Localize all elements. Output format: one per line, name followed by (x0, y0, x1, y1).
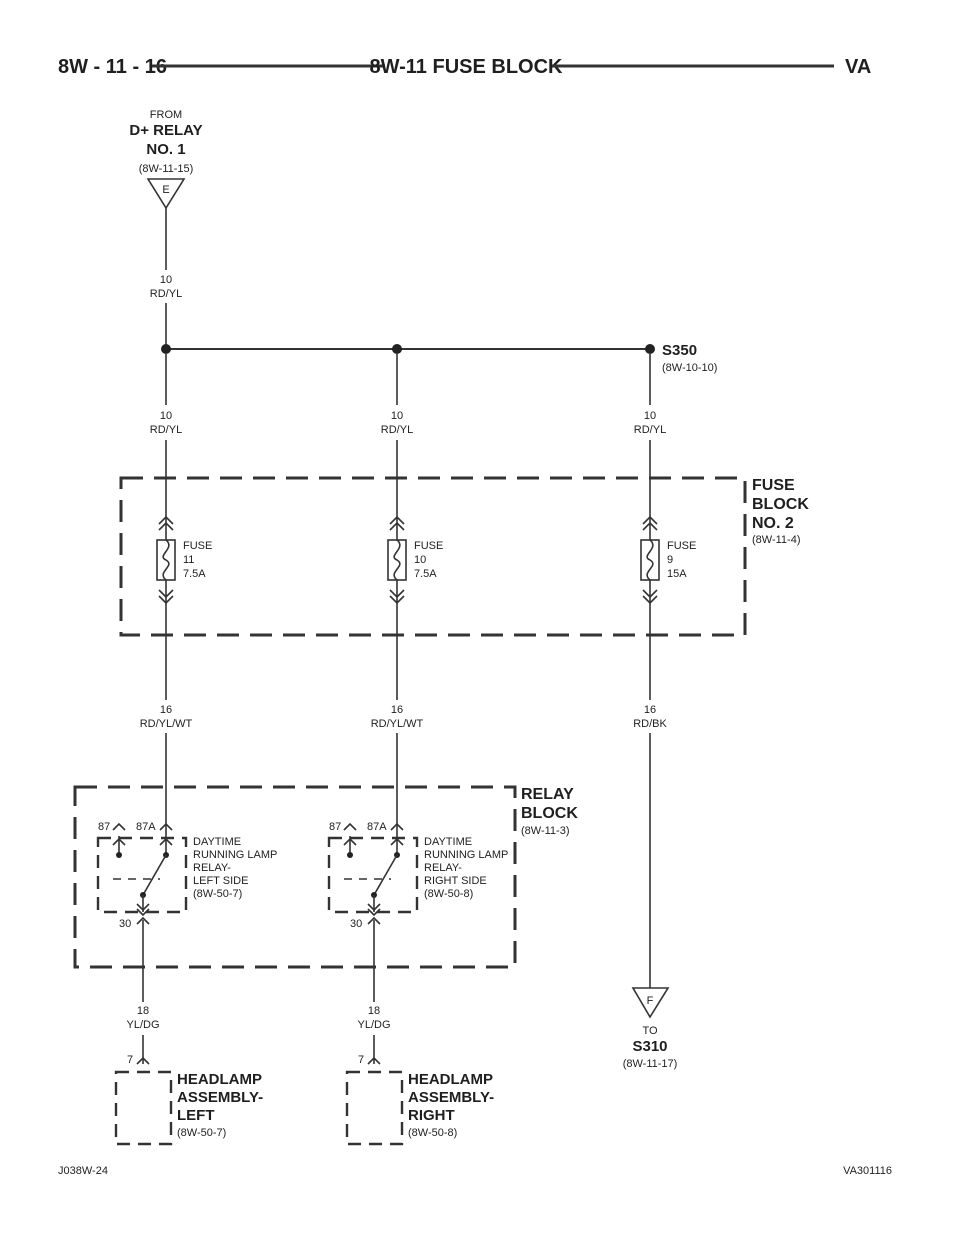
headlamp-wire-gauge: 18 (137, 1005, 149, 1017)
fuse-number: 10 (414, 554, 426, 566)
relay-block-label-line2: BLOCK (521, 805, 578, 822)
footer-right-code: VA301116 (843, 1165, 892, 1177)
relay-left-outline (96, 836, 188, 914)
branch-in-color: RD/YL (634, 424, 666, 436)
source-name-line1: D+ RELAY (129, 122, 202, 139)
headlamp-label-line1: HEADLAMP (177, 1071, 262, 1088)
source-connector-triangle (146, 178, 186, 210)
source-name-line2: NO. 1 (146, 141, 185, 158)
source-connector-id: E (162, 184, 169, 196)
fuse-number: 9 (667, 554, 673, 566)
source-ref: (8W-11-15) (139, 163, 194, 175)
headlamp-wire-color: YL/DG (126, 1019, 159, 1031)
splice-dot (392, 344, 402, 354)
headlamp-left-outline (114, 1070, 173, 1146)
relay-out-connector (367, 916, 381, 925)
source-from-label: FROM (150, 109, 182, 121)
branch-out-gauge: 16 (391, 704, 403, 716)
source-wire-color: RD/YL (150, 288, 182, 300)
splice-name: S350 (662, 342, 697, 359)
page-number: 8W - 11 - 16 (58, 56, 167, 78)
fuse-block-label-line2: BLOCK (752, 496, 809, 513)
headlamp-label-line3: LEFT (177, 1107, 215, 1124)
relay-pin-87: 87 (329, 821, 341, 833)
relay-pin-87a: 87A (367, 821, 387, 833)
relay-block-ref: (8W-11-3) (521, 825, 570, 837)
relay-out-connector (136, 916, 150, 925)
branch-out-gauge: 16 (644, 704, 656, 716)
relay-block-label-line1: RELAY (521, 786, 574, 803)
relay-block-outline (73, 785, 517, 969)
fuse-11 (156, 515, 176, 605)
relay-pin-30: 30 (350, 918, 362, 930)
relay-pin-87: 87 (98, 821, 110, 833)
fuse-label: FUSE (667, 540, 696, 552)
headlamp-pin: 7 (358, 1054, 364, 1066)
relay-desc-line: LEFT SIDE (193, 875, 248, 887)
branch-out-color: RD/YL/WT (140, 718, 193, 730)
dest-name: S310 (632, 1038, 667, 1055)
fuse-number: 11 (183, 554, 194, 566)
source-wire-gauge: 10 (160, 274, 172, 286)
branch-out-color: RD/BK (633, 718, 667, 730)
headlamp-right-outline (345, 1070, 404, 1146)
dest-connector-triangle (631, 987, 670, 1019)
relay-desc-line: RUNNING LAMP (424, 849, 508, 861)
relay-desc-line: DAYTIME (193, 836, 241, 848)
headlamp-pin-connector (367, 1056, 381, 1065)
relay-desc-line: RELAY- (193, 862, 231, 874)
relay-pin-30: 30 (119, 918, 131, 930)
headlamp-wire-color: YL/DG (357, 1019, 390, 1031)
page-title: 8W-11 FUSE BLOCK (370, 56, 564, 78)
branch-in-gauge: 10 (391, 410, 403, 422)
relay-right-outline (327, 836, 419, 914)
dest-connector-id: F (647, 995, 654, 1007)
branch-in-color: RD/YL (381, 424, 413, 436)
relay-right-switch (343, 822, 404, 917)
relay-desc-line: DAYTIME (424, 836, 472, 848)
headlamp-label-line2: ASSEMBLY- (408, 1089, 494, 1106)
relay-desc-line: RIGHT SIDE (424, 875, 487, 887)
dest-to-label: TO (642, 1025, 658, 1037)
model-code: VA (845, 56, 871, 78)
branch-in-gauge: 10 (644, 410, 656, 422)
fuse-9 (640, 515, 660, 605)
headlamp-pin: 7 (127, 1054, 133, 1066)
headlamp-label-line1: HEADLAMP (408, 1071, 493, 1088)
headlamp-pin-connector (136, 1056, 150, 1065)
footer-left-code: J038W-24 (58, 1165, 108, 1177)
branch-out-gauge: 16 (160, 704, 172, 716)
fuse-block-label-line1: FUSE (752, 477, 795, 494)
branch-out-color: RD/YL/WT (371, 718, 424, 730)
headlamp-ref: (8W-50-8) (408, 1127, 457, 1139)
relay-desc-line: (8W-50-7) (193, 888, 242, 900)
fuse-rating: 7.5A (183, 568, 206, 580)
splice-ref: (8W-10-10) (662, 362, 717, 374)
fuse-block-label-line3: NO. 2 (752, 515, 794, 532)
fuse-rating: 7.5A (414, 568, 437, 580)
fuse-block-ref: (8W-11-4) (752, 534, 801, 546)
relay-desc-line: RUNNING LAMP (193, 849, 277, 861)
splice-dot (645, 344, 655, 354)
fuse-block-outline (119, 476, 747, 637)
fuse-10 (387, 515, 407, 605)
splice-dot (161, 344, 171, 354)
branch-in-color: RD/YL (150, 424, 182, 436)
relay-pin-87a: 87A (136, 821, 156, 833)
headlamp-ref: (8W-50-7) (177, 1127, 226, 1139)
relay-desc-line: (8W-50-8) (424, 888, 473, 900)
fuse-label: FUSE (183, 540, 212, 552)
headlamp-label-line3: RIGHT (408, 1107, 455, 1124)
headlamp-label-line2: ASSEMBLY- (177, 1089, 263, 1106)
relay-left-switch (112, 822, 173, 917)
fuse-rating: 15A (667, 568, 687, 580)
headlamp-wire-gauge: 18 (368, 1005, 380, 1017)
dest-ref: (8W-11-17) (623, 1058, 678, 1070)
branch-in-gauge: 10 (160, 410, 172, 422)
relay-desc-line: RELAY- (424, 862, 462, 874)
fuse-label: FUSE (414, 540, 443, 552)
